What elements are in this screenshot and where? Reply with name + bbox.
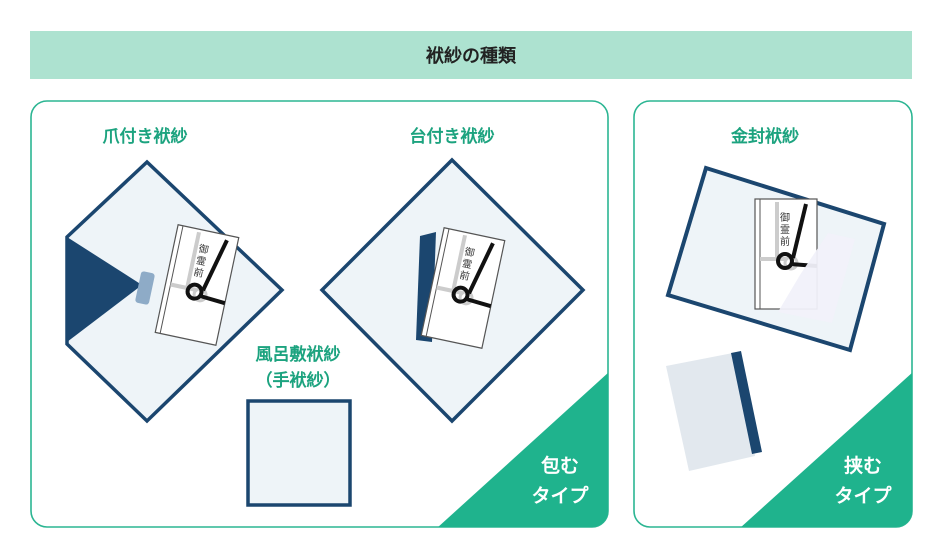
- label-dai-fukusa: 台付き袱紗: [410, 126, 495, 147]
- svg-text:前: 前: [780, 235, 790, 248]
- svg-text:御: 御: [780, 211, 790, 224]
- clip-type-label-1: 挟む: [844, 455, 882, 477]
- pocket-flap: [778, 233, 855, 323]
- clip-type-corner: [740, 372, 912, 527]
- closed-kinpu-fukusa: [666, 351, 762, 471]
- svg-text:前: 前: [458, 268, 470, 283]
- header-bar: [30, 31, 912, 79]
- sublabel-furoshiki-fukusa: （手袱紗）: [256, 370, 341, 391]
- envelope: 御 霊 前: [153, 222, 241, 348]
- wrap-type-label-1: 包む: [541, 454, 579, 477]
- svg-text:霊: 霊: [780, 224, 790, 236]
- svg-text:霊: 霊: [195, 254, 207, 268]
- svg-text:霊: 霊: [461, 257, 473, 271]
- wrap-type-panel: 包む タイプ 爪付き袱紗 御 霊 前 台付き袱紗 御 霊 前: [30, 100, 609, 528]
- page-title: 袱紗の種類: [425, 45, 517, 67]
- svg-text:御: 御: [463, 245, 475, 260]
- clip-type-panel: 挟む タイプ 金封袱紗 御 霊 前: [633, 100, 913, 528]
- clip-type-label-2: タイプ: [834, 484, 892, 507]
- tab-clasp: [135, 271, 155, 305]
- furoshiki-fukusa-illustration: [246, 399, 352, 507]
- fold-flap: [67, 237, 142, 342]
- envelope: 御 霊 前: [753, 197, 819, 311]
- wrap-type-corner: [437, 372, 608, 527]
- label-tsume-fukusa: 爪付き袱紗: [103, 126, 188, 147]
- tsume-fukusa-illustration: 御 霊 前: [65, 159, 285, 424]
- envelope: 御 霊 前: [419, 225, 507, 351]
- label-kinpu-fukusa: 金封袱紗: [730, 126, 799, 147]
- label-furoshiki-fukusa: 風呂敷袱紗: [256, 344, 341, 365]
- svg-text:前: 前: [192, 265, 204, 280]
- wrap-type-label-2: タイプ: [531, 484, 589, 507]
- dai-fukusa-illustration: 御 霊 前: [319, 157, 586, 424]
- kinpu-fukusa-illustration: 御 霊 前: [665, 165, 887, 353]
- svg-text:御: 御: [197, 242, 209, 257]
